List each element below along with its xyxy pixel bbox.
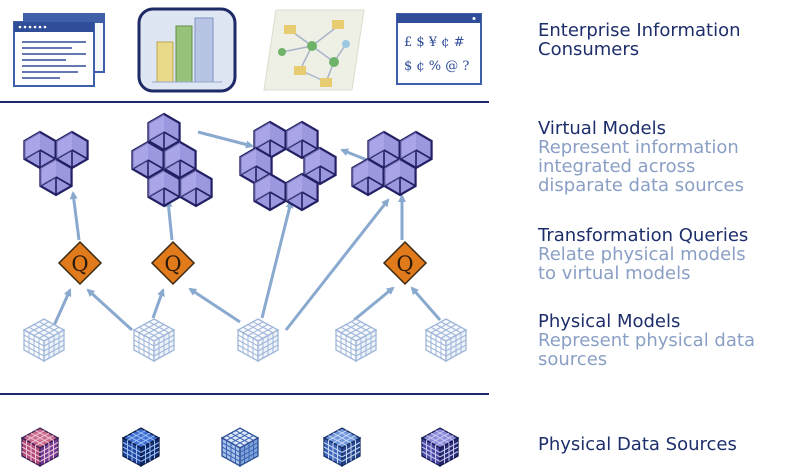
virtual-models-group: [23, 112, 433, 212]
virtual-model-cube: [179, 168, 213, 208]
label-virtual-title: Virtual Models: [538, 118, 666, 139]
virtual-model-cube: [147, 112, 181, 152]
virtual-model-cube: [285, 120, 319, 160]
network-graph-icon: [263, 9, 365, 91]
physical-data-source-cube: [121, 427, 161, 467]
label-consumers-line1: Enterprise Information: [538, 20, 741, 41]
label-virtual-sub3: disparate data sources: [538, 175, 744, 196]
physical-model-cube: [132, 318, 176, 363]
currency-symbols-icon: £ $ ¥ ¢ # $ ¢ % @ ?: [396, 13, 482, 85]
virtual-model-cube: [253, 172, 287, 212]
currency-row-2: $ ¢ % @ ?: [404, 59, 469, 74]
label-virtual-sub2: integrated across: [538, 156, 696, 177]
label-sources-title: Physical Data Sources: [538, 434, 737, 455]
virtual-model-cube: [351, 157, 385, 197]
label-physical-models: Physical Models Represent physical data …: [538, 312, 755, 369]
physical-data-source-cube: [322, 427, 362, 467]
virtual-model-cube: [367, 130, 401, 170]
connection-arrows: [50, 130, 442, 332]
currency-row-1: £ $ ¥ ¢ #: [404, 35, 465, 50]
virtual-model-cube: [147, 168, 181, 208]
physical-data-source-cube: [220, 427, 260, 467]
label-physical-sub1: Represent physical data: [538, 330, 755, 351]
virtual-model-cube: [399, 130, 433, 170]
physical-model-cube: [22, 318, 66, 363]
physical-model-cube: [236, 318, 280, 363]
physical-data-source-cube: [420, 427, 460, 467]
virtual-model-cluster-1: [23, 130, 89, 197]
query-letter: Q: [396, 252, 413, 276]
virtual-model-cluster-4: [351, 130, 433, 197]
label-physical-title: Physical Models: [538, 311, 681, 332]
label-virtual-models: Virtual Models Represent information int…: [538, 119, 744, 195]
label-physical-data-sources: Physical Data Sources: [538, 435, 737, 454]
physical-data-source-cube: [20, 427, 60, 467]
label-transform-sub2: to virtual models: [538, 263, 691, 284]
virtual-model-cube: [39, 157, 73, 197]
virtual-model-cube: [303, 146, 337, 186]
label-consumers-line2: Consumers: [538, 39, 640, 60]
label-transform-title: Transformation Queries: [538, 225, 749, 246]
virtual-model-cluster-3: [239, 120, 337, 212]
physical-model-cube: [424, 318, 468, 363]
label-transform-sub1: Relate physical models: [538, 244, 746, 265]
query-diamond-3: Q: [382, 240, 428, 286]
report-window-icon: [13, 13, 105, 87]
physical-models-group: [22, 318, 468, 363]
label-consumers: Enterprise Information Consumers: [538, 21, 741, 59]
label-transformation-queries: Transformation Queries Relate physical m…: [538, 226, 748, 283]
physical-data-sources-group: [20, 427, 460, 467]
query-letter: Q: [164, 252, 181, 276]
label-physical-sub2: sources: [538, 349, 608, 370]
virtual-model-cube: [55, 130, 89, 170]
label-virtual-sub1: Represent information: [538, 137, 739, 158]
virtual-model-cluster-2: [131, 112, 213, 208]
virtual-model-cube: [285, 172, 319, 212]
query-diamond-1: Q: [57, 240, 103, 286]
query-diamond-2: Q: [150, 240, 196, 286]
physical-model-cube: [334, 318, 378, 363]
bar-chart-icon: [137, 7, 237, 93]
query-letter: Q: [71, 252, 88, 276]
virtual-model-cube: [383, 157, 417, 197]
